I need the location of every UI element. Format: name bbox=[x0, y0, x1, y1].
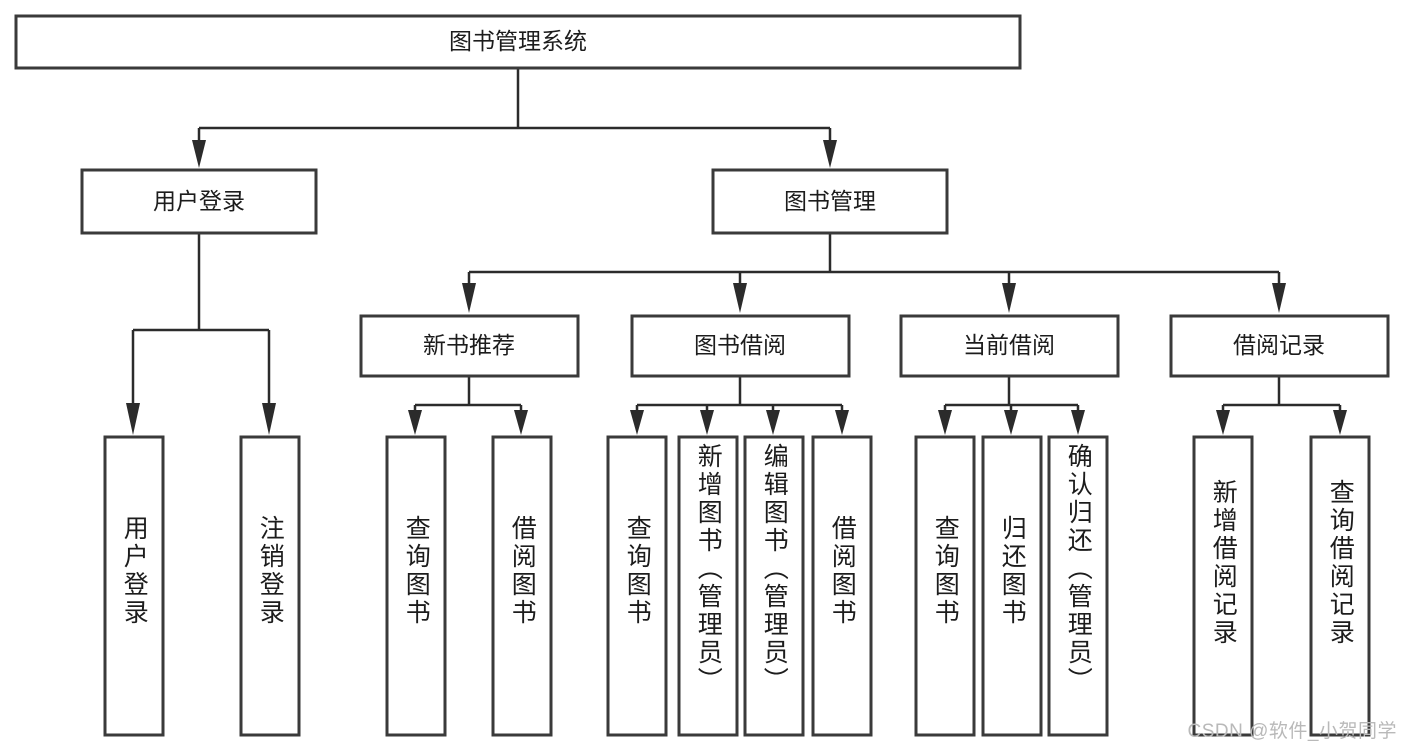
arrowhead-cb-leaf-3 bbox=[1071, 410, 1085, 435]
edge-group-new-book-to-leaves bbox=[408, 376, 528, 435]
leaf-box-cb-confirm-return[interactable] bbox=[1047, 435, 1109, 737]
arrowhead-bb-leaf-3 bbox=[766, 410, 780, 435]
node-root-label: 图书管理系统 bbox=[449, 28, 587, 54]
node-new-book-recommend[interactable]: 新书推荐 bbox=[359, 314, 580, 378]
node-new-book-recommend-label: 新书推荐 bbox=[423, 332, 515, 358]
arrowhead-leaf-logout bbox=[262, 403, 276, 435]
arrowhead-book-manage bbox=[823, 140, 837, 168]
leaf-box-cb-query-book[interactable] bbox=[914, 435, 976, 737]
node-borrow-record[interactable]: 借阅记录 bbox=[1169, 314, 1390, 378]
edge-group-root-to-level2 bbox=[192, 68, 837, 168]
leaf-box-user-login[interactable] bbox=[103, 435, 165, 737]
node-user-login-label: 用户登录 bbox=[153, 188, 245, 214]
arrowhead-cb-leaf-1 bbox=[938, 410, 952, 435]
arrowhead-book-borrow bbox=[733, 283, 747, 313]
node-new-book-recommend-box[interactable] bbox=[359, 314, 580, 378]
node-book-manage[interactable]: 图书管理 bbox=[711, 168, 949, 235]
arrowhead-new-book-recommend bbox=[462, 283, 476, 313]
leaf-box-br-add-record[interactable] bbox=[1192, 435, 1254, 737]
arrowhead-br-leaf-1 bbox=[1216, 410, 1230, 435]
node-current-borrow-box[interactable] bbox=[899, 314, 1120, 378]
node-current-borrow-label: 当前借阅 bbox=[963, 332, 1055, 358]
edge-group-user-login-to-leaves bbox=[126, 234, 276, 435]
node-current-borrow[interactable]: 当前借阅 bbox=[899, 314, 1120, 378]
csdn-watermark: CSDN @软件_小贺同学 bbox=[1187, 721, 1397, 742]
node-user-login-box[interactable] bbox=[80, 168, 318, 235]
arrowhead-nb-leaf-1 bbox=[408, 410, 422, 435]
edge-group-current-borrow-to-leaves bbox=[938, 376, 1085, 435]
edge-group-book-borrow-to-leaves bbox=[630, 376, 849, 435]
arrowhead-bb-leaf-4 bbox=[835, 410, 849, 435]
leaf-box-bb-query-book[interactable] bbox=[606, 435, 668, 737]
node-book-manage-label: 图书管理 bbox=[784, 188, 876, 214]
leaf-box-bb-borrow-book[interactable] bbox=[811, 435, 873, 737]
node-root[interactable]: 图书管理系统 bbox=[14, 14, 1022, 70]
node-book-borrow-box[interactable] bbox=[630, 314, 851, 378]
node-borrow-record-box[interactable] bbox=[1169, 314, 1390, 378]
edge-group-borrow-record-to-leaves bbox=[1216, 376, 1347, 435]
arrowhead-current-borrow bbox=[1002, 283, 1016, 313]
arrowhead-bb-leaf-2 bbox=[700, 410, 714, 435]
leaf-box-br-query-record[interactable] bbox=[1309, 435, 1371, 737]
arrowhead-user-login bbox=[192, 140, 206, 168]
leaf-box-bb-edit-book[interactable] bbox=[743, 435, 805, 737]
arrowhead-cb-leaf-2 bbox=[1004, 410, 1018, 435]
edge-group-book-manage-to-level3 bbox=[462, 234, 1286, 313]
leaf-box-bb-add-book[interactable] bbox=[677, 435, 739, 737]
arrowhead-leaf-user-login bbox=[126, 403, 140, 435]
leaf-box-nb-query-book[interactable] bbox=[385, 435, 447, 737]
leaf-boxes bbox=[103, 435, 1371, 737]
arrowhead-br-leaf-2 bbox=[1333, 410, 1347, 435]
node-book-borrow[interactable]: 图书借阅 bbox=[630, 314, 851, 378]
arrowhead-bb-leaf-1 bbox=[630, 410, 644, 435]
node-book-borrow-label: 图书借阅 bbox=[694, 332, 786, 358]
node-user-login[interactable]: 用户登录 bbox=[80, 168, 318, 235]
leaf-box-nb-borrow-book[interactable] bbox=[491, 435, 553, 737]
node-book-manage-box[interactable] bbox=[711, 168, 949, 235]
node-borrow-record-label: 借阅记录 bbox=[1233, 332, 1325, 358]
leaf-box-cb-return-book[interactable] bbox=[981, 435, 1043, 737]
arrowhead-borrow-record bbox=[1272, 283, 1286, 313]
node-root-box[interactable] bbox=[14, 14, 1022, 70]
arrowhead-nb-leaf-2 bbox=[514, 410, 528, 435]
leaf-box-logout[interactable] bbox=[239, 435, 301, 737]
